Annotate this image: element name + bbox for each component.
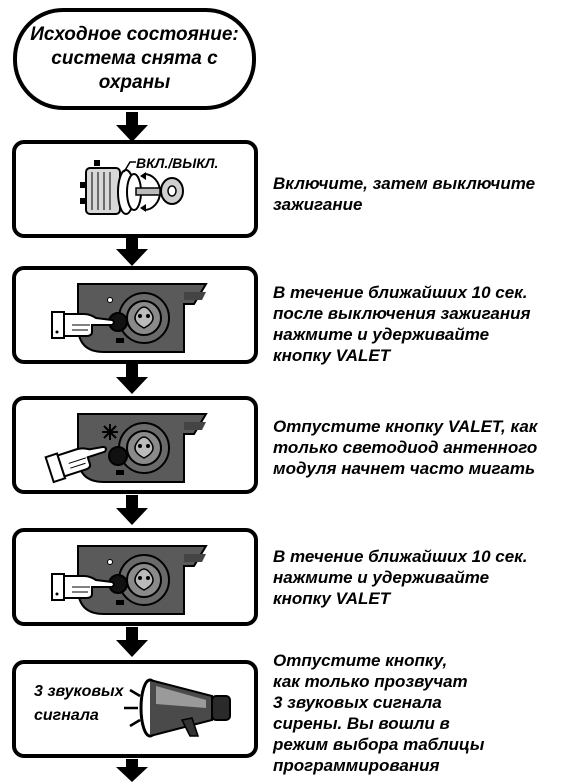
step-release-valet xyxy=(12,396,258,494)
ignition-key-icon: ВКЛ./ВЫКЛ. xyxy=(80,155,218,215)
antenna-module-press-icon xyxy=(51,545,208,615)
step-press-valet-again-text: В течение ближайших 10 сек. нажмите и уд… xyxy=(273,547,528,608)
ignition-label: ВКЛ./ВЫКЛ. xyxy=(136,155,218,171)
start-node-text: Исходное состояние: система снята с охра… xyxy=(30,24,239,93)
step-press-valet-text: В течение ближайших 10 сек. после выключ… xyxy=(273,283,531,365)
step-press-valet xyxy=(12,266,258,364)
siren-label-line: сигнала xyxy=(34,707,99,724)
step-siren-text: Отпустите кнопку, как только прозвучат 3… xyxy=(273,651,485,775)
flow-arrow-down-icon xyxy=(116,759,148,782)
step-release-valet-text: Отпустите кнопку VALET, как только свето… xyxy=(273,417,538,478)
step-ignition: ВКЛ./ВЫКЛ. xyxy=(12,140,258,238)
siren-horn-icon: 3 звуковых сигнала xyxy=(34,678,231,738)
start-node: Исходное состояние: система снята с охра… xyxy=(13,8,256,110)
step-siren: 3 звуковых сигнала xyxy=(12,660,258,758)
siren-label-line: 3 звуковых xyxy=(34,683,125,700)
flow-arrow-down-icon xyxy=(116,112,148,142)
siren-label: 3 звуковых сигнала xyxy=(34,683,128,724)
antenna-module-release-led-icon xyxy=(44,413,208,484)
step-press-valet-again xyxy=(12,528,258,626)
flow-arrow-down-icon xyxy=(116,236,148,266)
step-ignition-text: Включите, затем выключите зажигание xyxy=(273,174,536,214)
flow-arrow-down-icon xyxy=(116,627,148,657)
antenna-module-press-icon xyxy=(51,283,208,353)
flow-arrow-down-icon xyxy=(116,495,148,525)
flow-arrow-down-icon xyxy=(116,364,148,394)
